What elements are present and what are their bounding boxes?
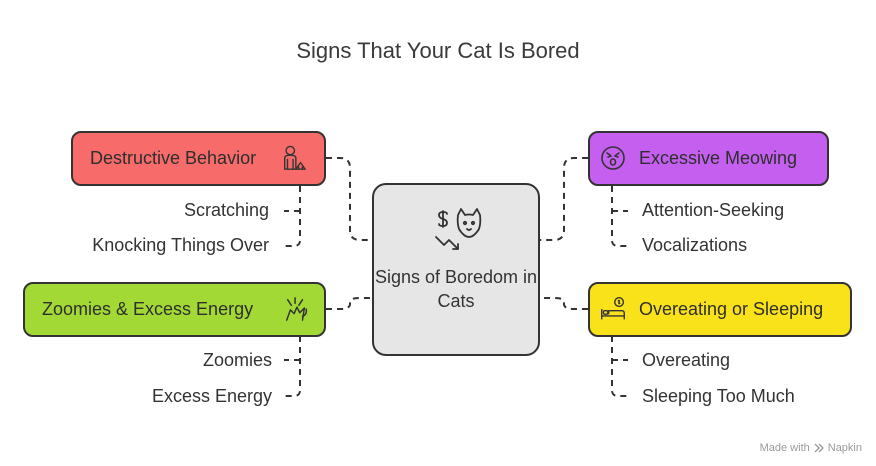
sub-item-vocalizations: Vocalizations xyxy=(642,235,748,255)
branch-overeating-or-sleeping: Overeating or Sleeping xyxy=(588,282,852,337)
branch-destructive-label: Destructive Behavior xyxy=(90,148,257,168)
sub-item-overeating: Overeating xyxy=(642,350,731,370)
energy-burst-icon xyxy=(285,297,308,321)
central-node: Signs of Boredom in Cats xyxy=(372,183,540,356)
connector-destructive xyxy=(326,157,372,241)
sub-item-attention-seeking: Attention-Seeking xyxy=(642,200,785,220)
branch-zoomies-excess-energy: Zoomies & Excess Energy xyxy=(23,282,326,337)
napkin-logo-icon xyxy=(814,443,824,453)
central-node-label: Signs of Boredom in Cats xyxy=(374,267,538,311)
bracket-destructive xyxy=(284,186,301,247)
person-cat-icon xyxy=(284,145,306,170)
meowing-face-icon xyxy=(601,146,625,170)
branch-overeating-label: Overeating or Sleeping xyxy=(639,299,824,319)
sub-item-sleeping-too-much: Sleeping Too Much xyxy=(642,386,795,406)
connector-overeating xyxy=(540,297,588,310)
branch-zoomies-label: Zoomies & Excess Energy xyxy=(42,299,254,319)
diagram-title: Signs That Your Cat Is Bored xyxy=(296,38,580,63)
branch-meowing-label: Excessive Meowing xyxy=(639,148,798,168)
sub-item-scratching: Scratching xyxy=(183,200,269,220)
made-with-napkin-watermark: Made with Napkin xyxy=(760,442,862,454)
money-cat-icon xyxy=(435,208,482,250)
connector-meowing xyxy=(540,157,588,241)
bed-icon xyxy=(601,297,625,320)
connector-zoomies xyxy=(326,297,372,310)
bracket-zoomies xyxy=(284,336,301,397)
sub-item-zoomies: Zoomies xyxy=(202,350,272,370)
napkin-brand-text: Napkin xyxy=(827,442,862,454)
sub-item-knocking-things-over: Knocking Things Over xyxy=(92,235,269,255)
bracket-meowing xyxy=(611,186,628,247)
sub-item-excess-energy: Excess Energy xyxy=(151,386,272,406)
made-with-text: Made with xyxy=(759,442,810,454)
branch-excessive-meowing: Excessive Meowing xyxy=(588,131,829,186)
bracket-overeating xyxy=(611,336,628,397)
branch-destructive-behavior: Destructive Behavior xyxy=(71,131,326,186)
